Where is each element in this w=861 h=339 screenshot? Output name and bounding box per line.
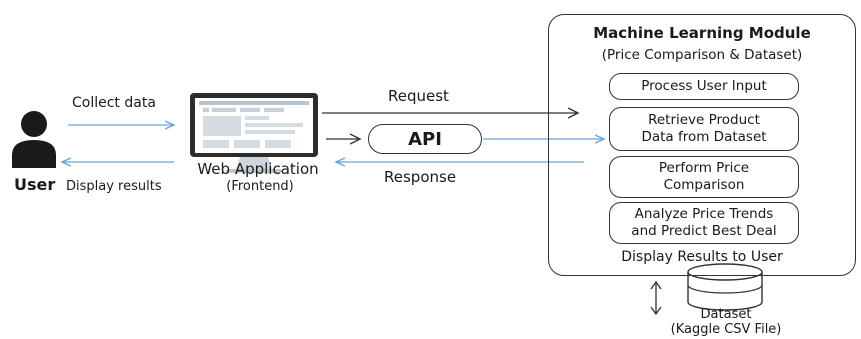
step-line2: Data from Dataset <box>641 129 767 145</box>
database-icon <box>687 263 763 311</box>
ml-module-title: Machine Learning Module <box>593 24 811 42</box>
display-results-label: Display results <box>66 179 162 194</box>
collect-data-label: Collect data <box>72 95 156 111</box>
step-price-comparison: Perform Price Comparison <box>609 156 799 198</box>
ml-module-footer: Display Results to User <box>621 249 783 265</box>
dataset-subtitle: (Kaggle CSV File) <box>670 322 782 337</box>
user-icon <box>12 111 56 168</box>
step-line1: Perform Price <box>658 160 750 176</box>
web-app-subtitle: (Frontend) <box>226 179 294 194</box>
dataset-title: Dataset <box>700 307 752 322</box>
step-line2: and Predict Best Deal <box>631 223 777 239</box>
step-process-input: Process User Input <box>609 73 799 100</box>
response-label: Response <box>384 168 457 186</box>
step-line2: Comparison <box>663 177 745 193</box>
step-line1: Analyze Price Trends <box>634 206 774 222</box>
monitor-icon <box>190 93 318 173</box>
ml-module-subtitle: (Price Comparison & Dataset) <box>601 47 803 63</box>
dataset-link-arrow <box>650 280 662 316</box>
step-analyze-trends: Analyze Price Trends and Predict Best De… <box>609 202 799 244</box>
step-retrieve-data: Retrieve Product Data from Dataset <box>609 107 799 151</box>
request-label: Request <box>388 87 449 105</box>
api-label: API <box>408 128 442 150</box>
api-node: API <box>368 124 482 154</box>
step-line1: Process User Input <box>641 78 767 94</box>
user-label: User <box>14 175 56 194</box>
ml-module-container <box>548 14 856 276</box>
step-line1: Retrieve Product <box>648 112 760 128</box>
web-app-title: Web Application <box>197 160 319 178</box>
